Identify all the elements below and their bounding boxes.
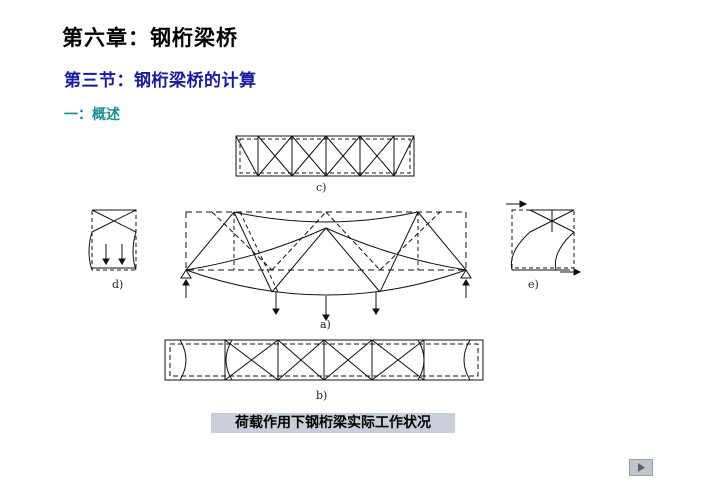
label-c: c)	[316, 181, 327, 194]
subsection-title: 一：概述	[64, 107, 120, 123]
label-d: d)	[112, 278, 124, 291]
label-a: a)	[320, 318, 331, 331]
section-title: 第三节：钢桁梁桥的计算	[64, 71, 257, 91]
truss-plan-view-b	[164, 339, 484, 381]
figure-caption: 荷载作用下钢桁梁实际工作状况	[211, 413, 455, 433]
truss-cross-section-d	[88, 209, 137, 271]
next-slide-button[interactable]	[629, 459, 653, 476]
truss-plan-view-c	[235, 135, 415, 177]
label-e: e)	[528, 278, 539, 291]
label-b: b)	[316, 389, 328, 402]
chapter-title: 第六章：钢桁梁桥	[62, 26, 238, 50]
truss-elevation-a	[180, 211, 472, 321]
play-triangle-icon	[638, 463, 645, 472]
truss-sway-e	[506, 200, 582, 276]
